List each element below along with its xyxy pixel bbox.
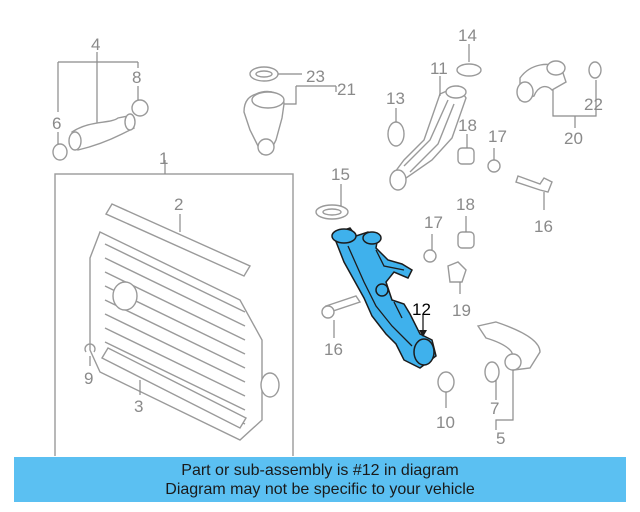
clip bbox=[84, 343, 96, 353]
callout-10: 10 bbox=[436, 413, 455, 432]
bottom-seal-strip bbox=[101, 347, 247, 429]
info-banner: Part or sub-assembly is #12 in diagram D… bbox=[14, 457, 626, 502]
upper-hose-group bbox=[243, 66, 337, 156]
intercooler-assembly bbox=[54, 160, 294, 456]
banner-line-1: Part or sub-assembly is #12 in diagram bbox=[181, 462, 459, 479]
elbow-group bbox=[516, 60, 602, 128]
callout-3: 3 bbox=[134, 397, 143, 416]
callout-labels: 1 2 3 4 5 6 8 7 9 10 11 12 13 14 15 16 1… bbox=[52, 26, 603, 448]
callout-5: 5 bbox=[496, 429, 505, 448]
callout-4: 4 bbox=[91, 35, 100, 54]
callout-19: 19 bbox=[452, 301, 471, 320]
middle-parts-group bbox=[315, 184, 475, 338]
callout-16-a: 16 bbox=[534, 217, 553, 236]
callout-8: 8 bbox=[132, 68, 141, 87]
bolt bbox=[515, 175, 553, 193]
callout-21: 21 bbox=[337, 80, 356, 99]
banner-line-2: Diagram may not be specific to your vehi… bbox=[165, 481, 475, 498]
callout-20: 20 bbox=[564, 129, 583, 148]
upper-left-hose-group bbox=[52, 52, 149, 161]
callout-13: 13 bbox=[386, 89, 405, 108]
callout-14: 14 bbox=[458, 26, 477, 45]
highlighted-part-12 bbox=[331, 227, 437, 369]
charge-pipe-group bbox=[387, 44, 553, 210]
parts-diagram: 1 2 3 4 5 6 8 7 9 10 11 12 13 14 15 16 1… bbox=[52, 26, 603, 456]
callout-18-b: 18 bbox=[456, 195, 475, 214]
callout-16-b: 16 bbox=[324, 340, 343, 359]
callout-11: 11 bbox=[430, 59, 448, 78]
callout-7: 7 bbox=[490, 399, 499, 418]
callout-18-a: 18 bbox=[458, 116, 477, 135]
callout-2: 2 bbox=[174, 195, 183, 214]
callout-17-a: 17 bbox=[488, 127, 507, 146]
callout-12: 12 bbox=[412, 300, 431, 319]
top-seal-strip bbox=[104, 203, 252, 277]
lower-right-hose-group bbox=[437, 321, 541, 430]
callout-17-b: 17 bbox=[424, 213, 443, 232]
callout-22: 22 bbox=[584, 95, 603, 114]
callout-9: 9 bbox=[84, 369, 93, 388]
callout-15: 15 bbox=[331, 165, 350, 184]
callout-23: 23 bbox=[306, 67, 325, 86]
callout-1: 1 bbox=[159, 149, 168, 168]
o-ring bbox=[387, 121, 405, 147]
callout-6: 6 bbox=[52, 114, 61, 133]
clamp bbox=[456, 63, 482, 77]
